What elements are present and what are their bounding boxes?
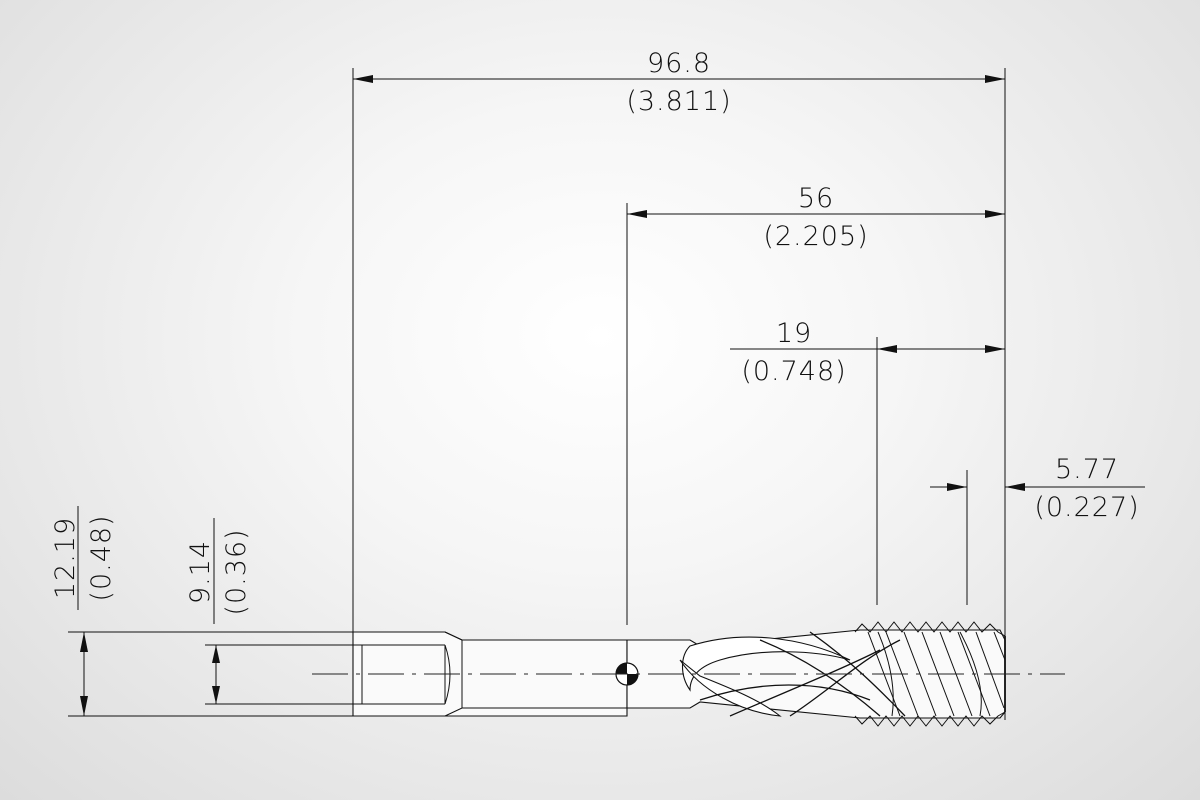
square-size-metric: 9.14 [185,540,216,604]
thread-length-dimension: 19 (0.748) [730,318,1005,387]
shank-diameter-dimension: 12.19 (0.48) [50,506,117,716]
shank-diameter-imperial: (0.48) [86,514,117,601]
body-length-dimension: 56 (2.205) [627,183,1005,252]
overall-length-dimension: 96.8 (3.811) [353,48,1005,117]
square-size-imperial: (0.36) [221,528,252,615]
thread-length-metric: 19 [776,318,812,349]
body-length-metric: 56 [798,183,834,214]
extension-lines [68,68,1006,720]
shank-diameter-metric: 12.19 [50,517,81,599]
body-length-imperial: (2.205) [763,221,868,252]
overall-length-metric: 96.8 [647,48,711,79]
chamfer-length-imperial: (0.227) [1034,492,1139,523]
chamfer-length-dimension: 5.77 (0.227) [930,454,1145,523]
chamfer-length-metric: 5.77 [1055,454,1119,485]
overall-length-imperial: (3.811) [626,86,731,117]
thread-length-imperial: (0.748) [741,356,846,387]
square-size-dimension: 9.14 (0.36) [185,518,252,704]
